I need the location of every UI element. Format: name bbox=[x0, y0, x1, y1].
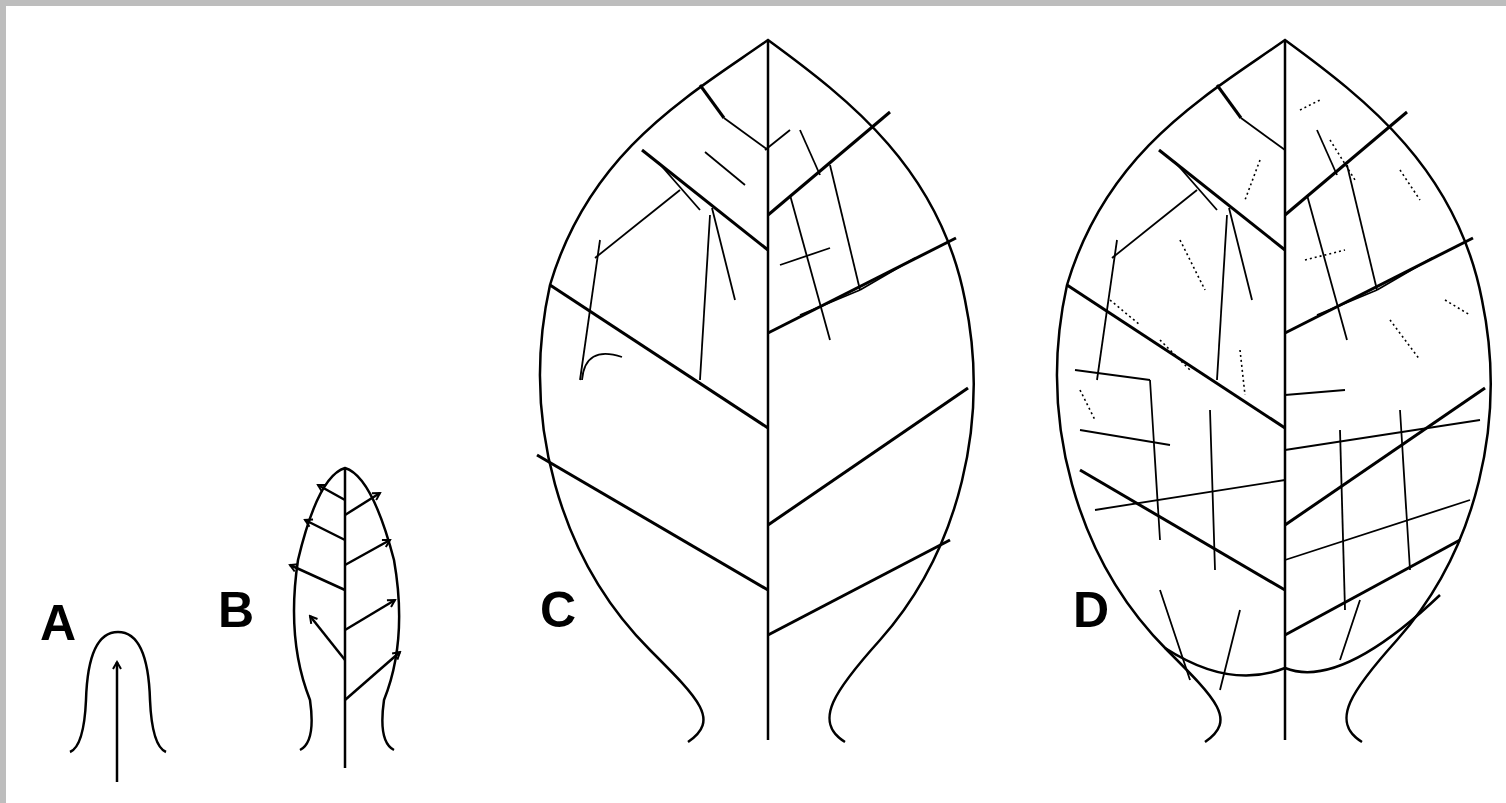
panel-letter: D bbox=[1073, 585, 1109, 635]
panel-letter: B bbox=[218, 585, 254, 635]
expanding-leaf bbox=[537, 40, 974, 742]
mature-leaf bbox=[1057, 40, 1490, 742]
leaf-primordium bbox=[70, 632, 166, 782]
young-leaf bbox=[290, 468, 400, 768]
panel-letter: C bbox=[540, 585, 576, 635]
panel-letter: A bbox=[40, 598, 76, 648]
